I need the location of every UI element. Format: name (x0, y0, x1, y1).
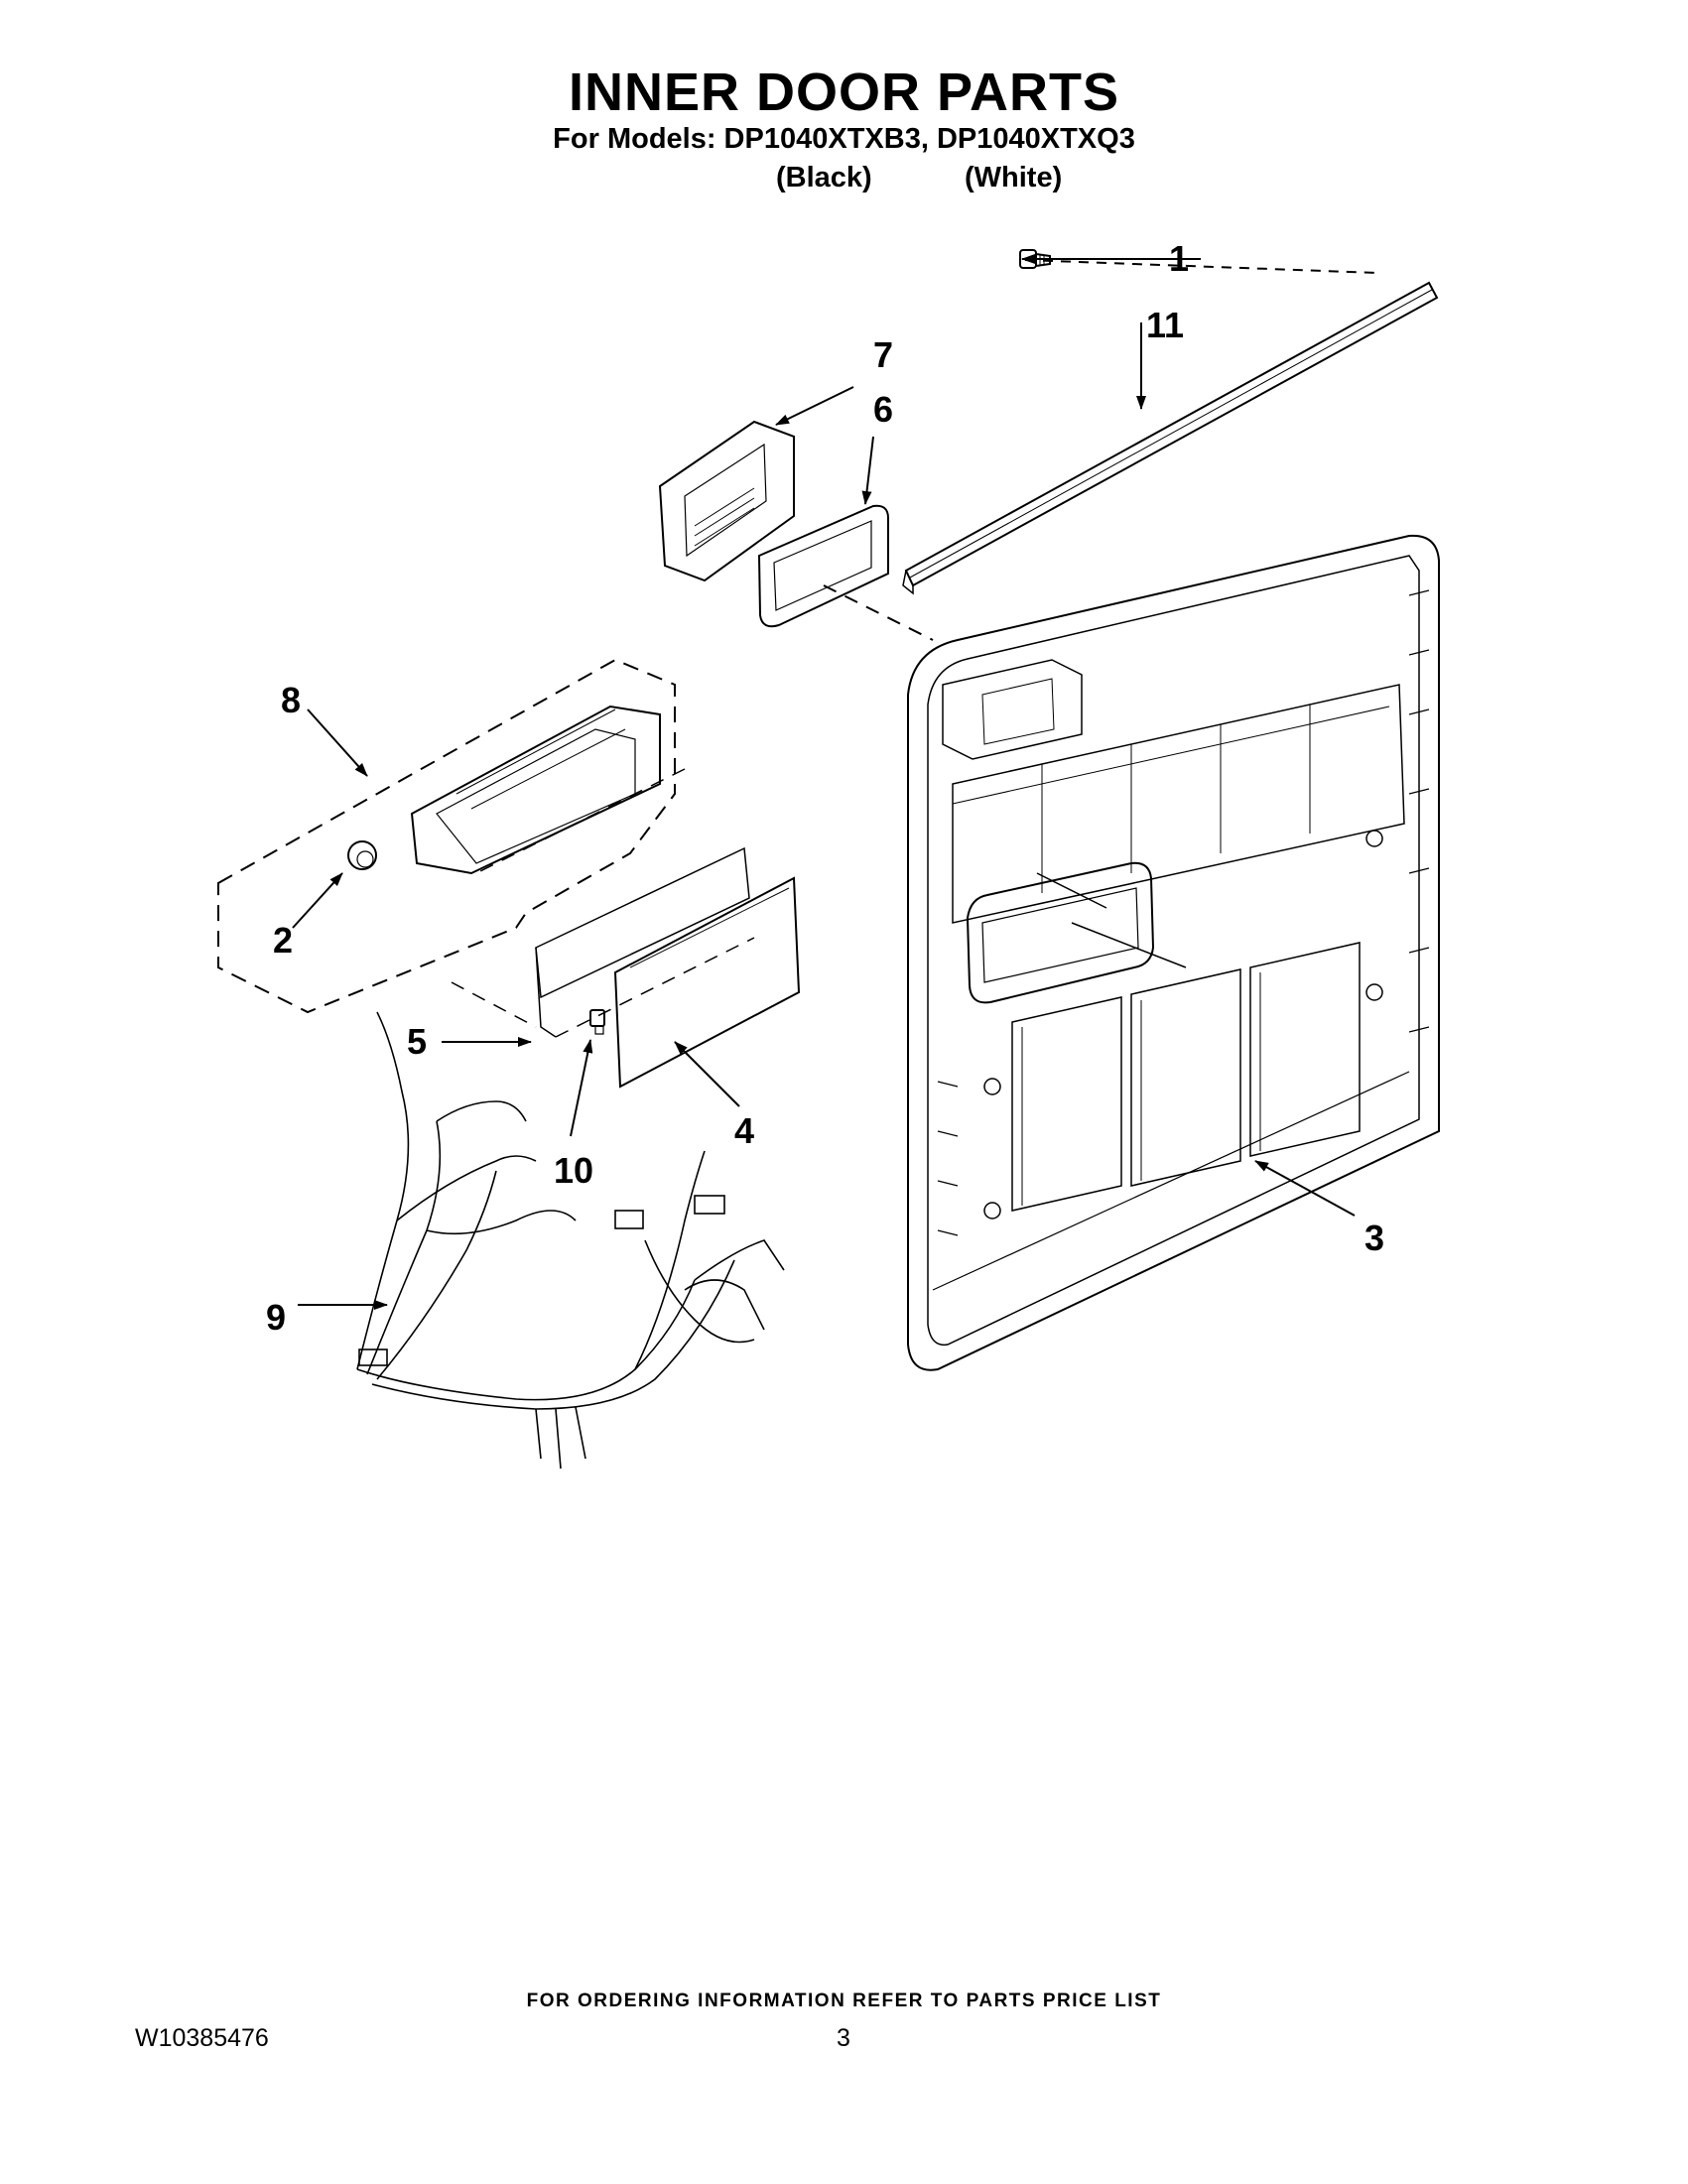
models-line: For Models: DP1040XTXB3, DP1040XTXQ3 (553, 123, 1135, 155)
leader-lines (292, 254, 1378, 1310)
callout-5: 5 (407, 1021, 427, 1062)
callout-7: 7 (873, 334, 893, 375)
dispenser-assembly (217, 658, 676, 1014)
door-trim-strip (902, 281, 1439, 595)
callout-9: 9 (266, 1297, 286, 1338)
document-number: W10385476 (135, 2024, 269, 2052)
variant-black: (Black) (776, 162, 872, 193)
callout-6: 6 (873, 389, 893, 430)
callout-3: 3 (1364, 1218, 1384, 1258)
variant-white: (White) (965, 162, 1063, 193)
control-board-and-shield (451, 768, 801, 1089)
wiring-harness (356, 1011, 785, 1470)
callout-11: 11 (1146, 305, 1184, 345)
ordering-info-note: FOR ORDERING INFORMATION REFER TO PARTS … (526, 1991, 1162, 2011)
vent-gasket (757, 504, 889, 628)
callout-8: 8 (281, 680, 301, 720)
inner-door-panel (907, 534, 1440, 1371)
page-title: INNER DOOR PARTS (568, 63, 1120, 122)
callout-10: 10 (554, 1150, 593, 1191)
vent-assembly (658, 420, 795, 582)
page-number: 3 (837, 2024, 850, 2052)
callout-4: 4 (734, 1110, 754, 1151)
callout-1: 1 (1169, 238, 1189, 279)
callout-2: 2 (273, 920, 293, 961)
